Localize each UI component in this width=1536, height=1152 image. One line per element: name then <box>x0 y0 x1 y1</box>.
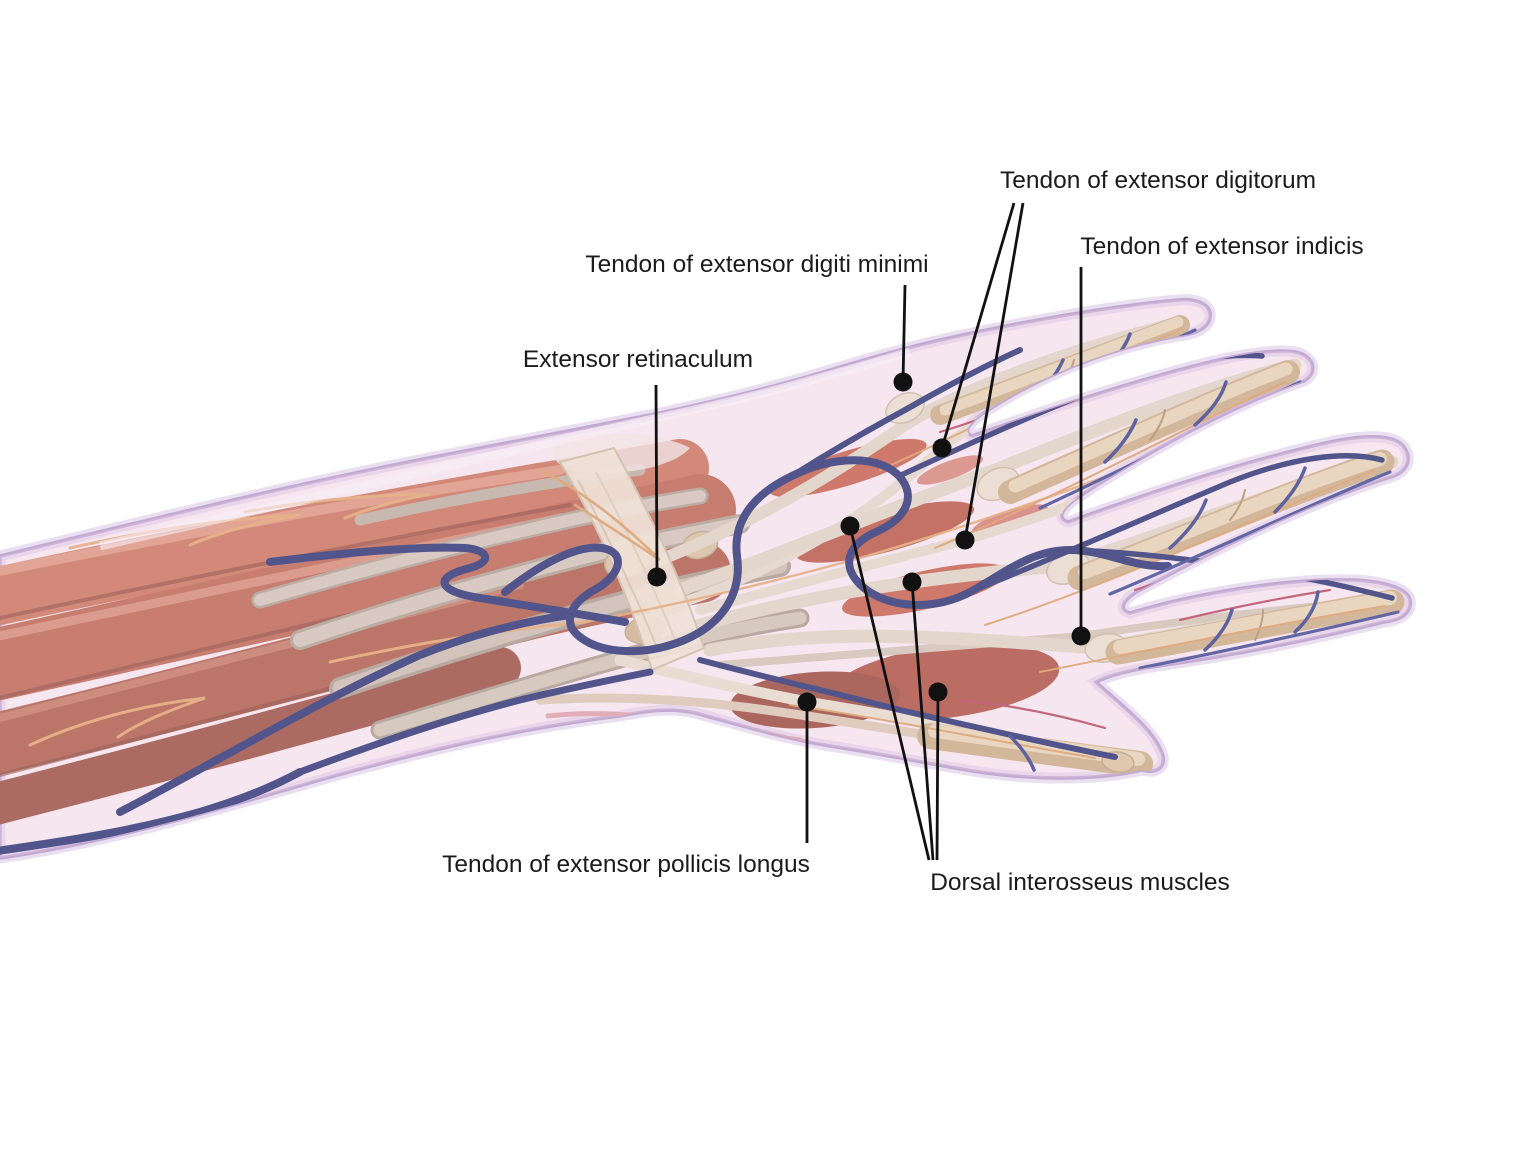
nerve-ring-finger <box>934 381 1286 549</box>
vein-forearm-diagonal <box>116 611 574 816</box>
label-extensor-retinaculum: Extensor retinaculum <box>523 346 753 373</box>
label-tendon-of-extensor-digiti-minimi: Tendon of extensor digiti minimi <box>585 251 928 278</box>
vein-forearm-lower <box>296 668 654 776</box>
annotation-layer: Tendon of extensor digitorum Tendon of e… <box>442 167 1364 896</box>
finger-skeleton <box>885 315 1405 777</box>
leader-dot-extensor-retinaculum <box>647 567 667 587</box>
pink-tendon-braid <box>558 724 742 740</box>
leader-dot-dorsal-interosseus-1 <box>840 516 860 536</box>
vein-thumb <box>697 657 1118 760</box>
vein-hairpin-proximal <box>266 543 629 626</box>
leader-dot-dorsal-interosseus-2 <box>902 572 922 592</box>
nerve <box>583 450 1172 624</box>
skin-edge <box>0 297 1412 860</box>
leader-dot-tendon-extensor-digitorum-2 <box>955 530 975 550</box>
muscle-belly <box>0 647 521 829</box>
phalanx-joint-line <box>1149 409 1166 441</box>
leader-dot-tendon-extensor-digitorum-1 <box>932 438 952 458</box>
veinlet <box>1293 590 1320 634</box>
interosseus-muscle <box>916 455 984 485</box>
interosseus-muscle <box>795 501 975 563</box>
veinlet <box>1168 498 1208 550</box>
vein-finger-middle <box>1108 470 1392 596</box>
leader-line-tendon-extensor-digiti-minimi <box>901 284 907 383</box>
veinlet <box>1103 418 1138 464</box>
phalanx-joint-line <box>1229 489 1246 521</box>
retinaculum-crease <box>577 479 659 651</box>
tendon-extensor-digiti-minimi-strand <box>654 316 1186 566</box>
arm-hand-internals <box>0 299 1411 858</box>
nerve-middle-finger <box>984 469 1376 626</box>
leader-line-dorsal-interosseus-3 <box>935 691 940 861</box>
vein-forearm-edge <box>0 768 304 856</box>
vein-finger-index <box>1138 610 1400 670</box>
leader-line-tendon-extensor-digitorum-1 <box>940 202 1016 449</box>
label-tendon-of-extensor-pollicis-longus: Tendon of extensor pollicis longus <box>442 851 810 878</box>
leader-dot-tendon-extensor-digiti-minimi <box>893 372 913 392</box>
label-dorsal-interosseus-muscles: Dorsal interosseus muscles <box>930 869 1230 896</box>
retinaculum-crease <box>595 471 677 643</box>
leader-dot-tendon-extensor-pollicis-longus <box>797 692 817 712</box>
leader-line-dorsal-interosseus-1 <box>848 525 931 861</box>
vein-branch-little <box>789 347 1023 479</box>
veinlet <box>1193 380 1228 427</box>
vein-branch-middle <box>969 453 1385 594</box>
leader-line-dorsal-interosseus-2 <box>910 581 935 861</box>
leader-dot-dorsal-interosseus-3 <box>928 682 948 702</box>
leader-line-tendon-extensor-digitorum-2 <box>963 202 1025 541</box>
finger-bone-index-highlight <box>1113 591 1397 654</box>
nerve <box>28 696 206 747</box>
skin-translucent-wash <box>0 299 1411 858</box>
label-tendon-of-extensor-digitorum: Tendon of extensor digitorum <box>1000 167 1316 194</box>
veinlet <box>1008 734 1036 772</box>
tendon-strand <box>254 490 706 606</box>
leader-dot-tendon-extensor-indicis <box>1071 626 1091 646</box>
label-tendon-of-extensor-indicis: Tendon of extensor indicis <box>1080 233 1363 260</box>
vessel <box>1178 588 1332 622</box>
nerve <box>538 468 661 562</box>
skin-sheen <box>98 347 912 551</box>
veinlet <box>1203 608 1234 652</box>
vessel <box>958 698 1107 730</box>
leader-line-extensor-retinaculum <box>654 384 659 578</box>
phalanx-joint-line <box>1254 609 1264 641</box>
finger-bone-ring-highlight <box>1008 362 1293 493</box>
nerve-index-finger <box>1039 605 1386 673</box>
tendon-strand <box>373 611 807 737</box>
veinlet <box>1273 466 1307 514</box>
